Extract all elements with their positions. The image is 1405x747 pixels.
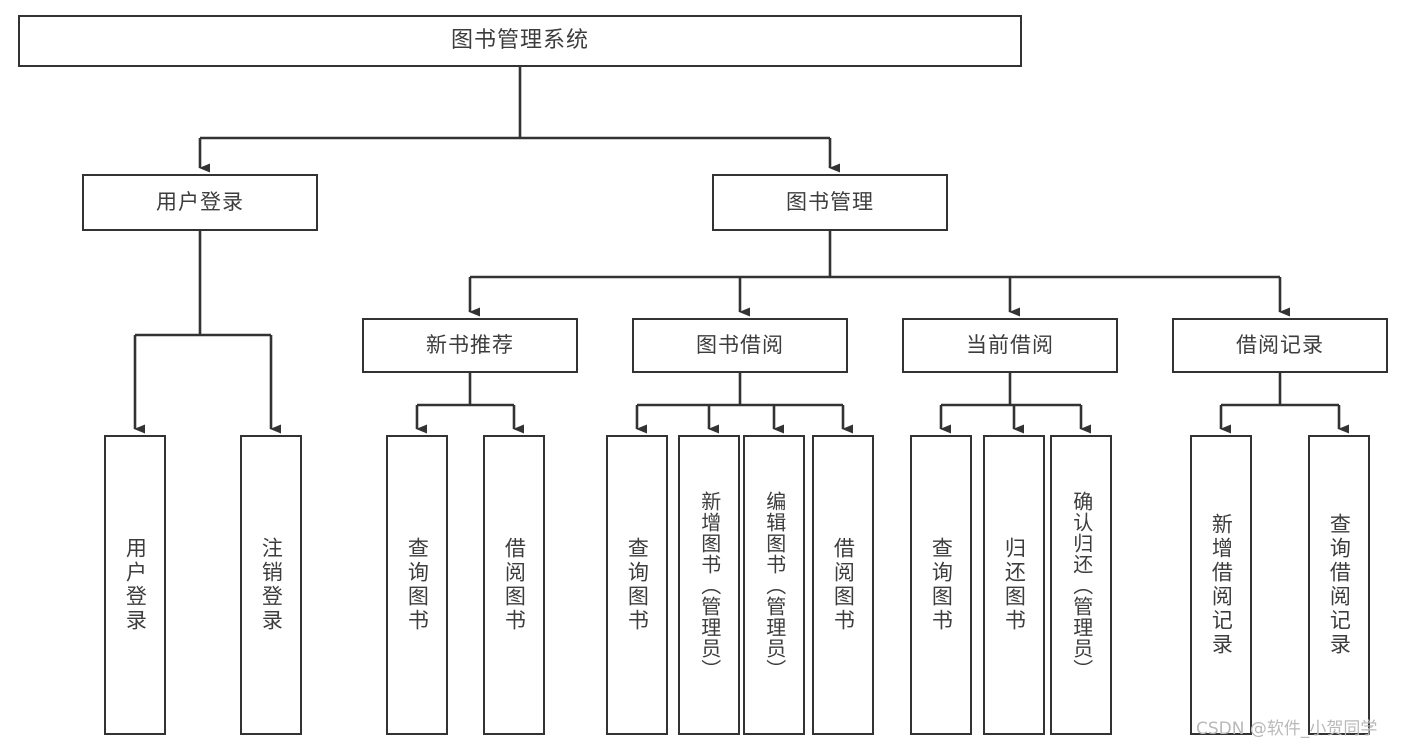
- node-leaf-edit-book[interactable]: 编辑图书（管理员）: [743, 435, 805, 735]
- node-leaf-return-book-label: 归还图书: [1002, 537, 1027, 633]
- node-leaf-add-book[interactable]: 新增图书（管理员）: [678, 435, 740, 735]
- node-leaf-query-book-1-label: 查询图书: [405, 537, 430, 633]
- node-leaf-query-record[interactable]: 查询借阅记录: [1308, 435, 1370, 735]
- node-leaf-borrow-book-1-label: 借阅图书: [502, 537, 527, 633]
- node-leaf-query-book-1[interactable]: 查询图书: [386, 435, 448, 735]
- node-book-borrow-label: 图书借阅: [696, 332, 784, 357]
- node-current-borrow-label: 当前借阅: [966, 332, 1054, 357]
- node-leaf-query-book-2-label: 查询图书: [625, 537, 650, 633]
- node-leaf-query-record-label: 查询借阅记录: [1327, 513, 1352, 657]
- node-leaf-add-record-label: 新增借阅记录: [1209, 513, 1234, 657]
- node-book-manage-label: 图书管理: [786, 189, 874, 214]
- node-leaf-query-book-3[interactable]: 查询图书: [910, 435, 972, 735]
- node-leaf-user-login[interactable]: 用户登录: [104, 435, 166, 735]
- node-leaf-borrow-book-1[interactable]: 借阅图书: [483, 435, 545, 735]
- node-book-manage[interactable]: 图书管理: [712, 174, 948, 231]
- node-current-borrow[interactable]: 当前借阅: [902, 318, 1118, 373]
- node-leaf-query-book-3-label: 查询图书: [929, 537, 954, 633]
- node-leaf-confirm-return[interactable]: 确认归还（管理员）: [1050, 435, 1112, 735]
- node-new-book-rec-label: 新书推荐: [426, 332, 514, 357]
- node-borrow-record[interactable]: 借阅记录: [1172, 318, 1388, 373]
- node-leaf-edit-book-label: 编辑图书（管理员）: [762, 490, 787, 680]
- node-leaf-confirm-return-label: 确认归还（管理员）: [1069, 490, 1094, 680]
- node-borrow-record-label: 借阅记录: [1236, 332, 1324, 357]
- watermark: CSDN @软件_小贺同学: [1196, 719, 1378, 739]
- node-user-login-label: 用户登录: [156, 189, 244, 214]
- node-new-book-rec[interactable]: 新书推荐: [362, 318, 578, 373]
- node-leaf-borrow-book-2-label: 借阅图书: [831, 537, 856, 633]
- node-leaf-borrow-book-2[interactable]: 借阅图书: [812, 435, 874, 735]
- node-root-label: 图书管理系统: [450, 27, 589, 53]
- node-root[interactable]: 图书管理系统: [18, 15, 1022, 67]
- node-leaf-user-logout[interactable]: 注销登录: [240, 435, 302, 735]
- node-user-login[interactable]: 用户登录: [82, 174, 318, 231]
- node-leaf-query-book-2[interactable]: 查询图书: [606, 435, 668, 735]
- node-leaf-return-book[interactable]: 归还图书: [983, 435, 1045, 735]
- node-leaf-user-logout-label: 注销登录: [259, 537, 284, 633]
- node-book-borrow[interactable]: 图书借阅: [632, 318, 848, 373]
- node-leaf-user-login-label: 用户登录: [123, 537, 148, 633]
- node-leaf-add-book-label: 新增图书（管理员）: [697, 490, 722, 680]
- node-leaf-add-record[interactable]: 新增借阅记录: [1190, 435, 1252, 735]
